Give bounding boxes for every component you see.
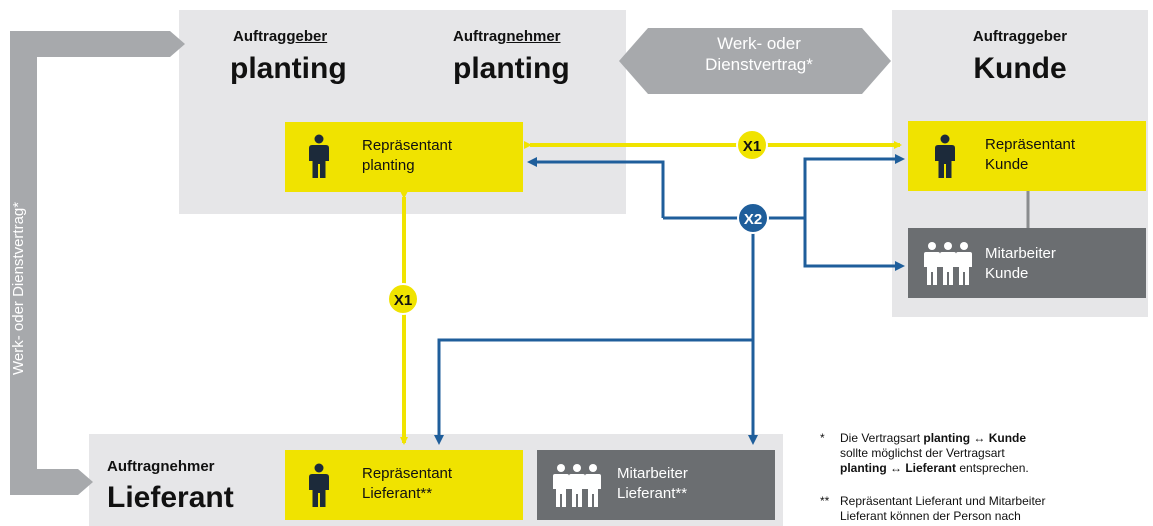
rep-kunde-line2: Kunde bbox=[985, 156, 1029, 173]
rep-lieferant-line2: Lieferant** bbox=[362, 485, 433, 502]
client-role-prefix: Auftrag bbox=[233, 28, 287, 45]
group-icon bbox=[553, 464, 601, 507]
supplier-role: Auftragnehmer bbox=[107, 458, 215, 475]
footnote-1-text-d: planting ↔ Lieferant bbox=[840, 461, 957, 475]
contractor-role-prefix: Auftrag bbox=[453, 28, 507, 45]
mit-kunde-line2: Kunde bbox=[985, 265, 1029, 282]
person-icon bbox=[309, 134, 329, 178]
footnote-1-text-a: Die Vertragsart bbox=[840, 431, 924, 445]
rep-kunde-box: Repräsentant Kunde bbox=[908, 121, 1146, 191]
x2-badge-text: X2 bbox=[744, 211, 762, 228]
horizontal-contract-line2: Dienstvertrag* bbox=[705, 55, 813, 74]
rep-planting-line2: planting bbox=[362, 157, 415, 174]
x2-line-rep-lieferant bbox=[434, 338, 753, 445]
rep-planting-line1: Repräsentant bbox=[362, 137, 453, 154]
footnote-1-marker: * bbox=[820, 431, 825, 445]
x2-line-planting bbox=[527, 157, 665, 218]
horizontal-contract-label: Werk- oder Dienstvertrag* bbox=[630, 28, 888, 94]
x2-line-rep-kunde bbox=[803, 154, 905, 218]
supplier-name: Lieferant bbox=[107, 481, 234, 514]
footnote-2-text-b: Lieferant können der Person nach bbox=[840, 509, 1021, 523]
horizontal-contract-line1: Werk- oder bbox=[717, 34, 801, 53]
customer-role: Auftraggeber bbox=[972, 28, 1068, 45]
contractor-name: planting bbox=[453, 52, 570, 85]
vertical-contract-arrow bbox=[10, 31, 185, 495]
x1-left-badge-text: X1 bbox=[394, 292, 412, 309]
x2-line-mit-kunde bbox=[803, 218, 905, 271]
footnote-1-text-e: entsprechen. bbox=[956, 461, 1029, 475]
client-role-suffix: geber bbox=[286, 28, 328, 45]
x2-badge: X2 bbox=[737, 202, 769, 234]
footnote-1-text-c: sollte möglichst der Vertragsart bbox=[840, 446, 1005, 460]
group-icon bbox=[924, 242, 972, 285]
contractor-role: Auftragnehmer bbox=[453, 28, 561, 45]
footnote-2-marker: ** bbox=[820, 494, 830, 508]
x1-left-badge: X1 bbox=[387, 283, 419, 315]
contractor-role-suffix: nehmer bbox=[506, 28, 561, 45]
rep-planting-box: Repräsentant planting bbox=[285, 122, 523, 192]
client-name: planting bbox=[230, 52, 347, 85]
mit-kunde-line1: Mitarbeiter bbox=[985, 245, 1056, 262]
person-icon bbox=[309, 463, 329, 507]
client-role: Auftraggeber bbox=[233, 28, 327, 45]
rep-lieferant-box: Repräsentant Lieferant** bbox=[285, 450, 523, 520]
mit-lieferant-line2: Lieferant** bbox=[617, 485, 688, 502]
customer-name: Kunde bbox=[973, 52, 1067, 85]
footnote-2-text-a: Repräsentant Lieferant und Mitarbeiter bbox=[840, 494, 1046, 508]
x1-top-badge-text: X1 bbox=[743, 138, 761, 155]
rep-kunde-line1: Repräsentant bbox=[985, 136, 1076, 153]
mit-kunde-box: Mitarbeiter Kunde bbox=[908, 228, 1146, 298]
footnote-1-text-b: planting ↔ Kunde bbox=[923, 431, 1027, 445]
mit-lieferant-line1: Mitarbeiter bbox=[617, 465, 688, 482]
mit-lieferant-box: Mitarbeiter Lieferant** bbox=[537, 450, 775, 520]
rep-lieferant-line1: Repräsentant bbox=[362, 465, 453, 482]
horizontal-contract-arrow bbox=[619, 28, 891, 94]
person-icon bbox=[935, 134, 955, 178]
x1-top-badge: X1 bbox=[736, 129, 768, 161]
